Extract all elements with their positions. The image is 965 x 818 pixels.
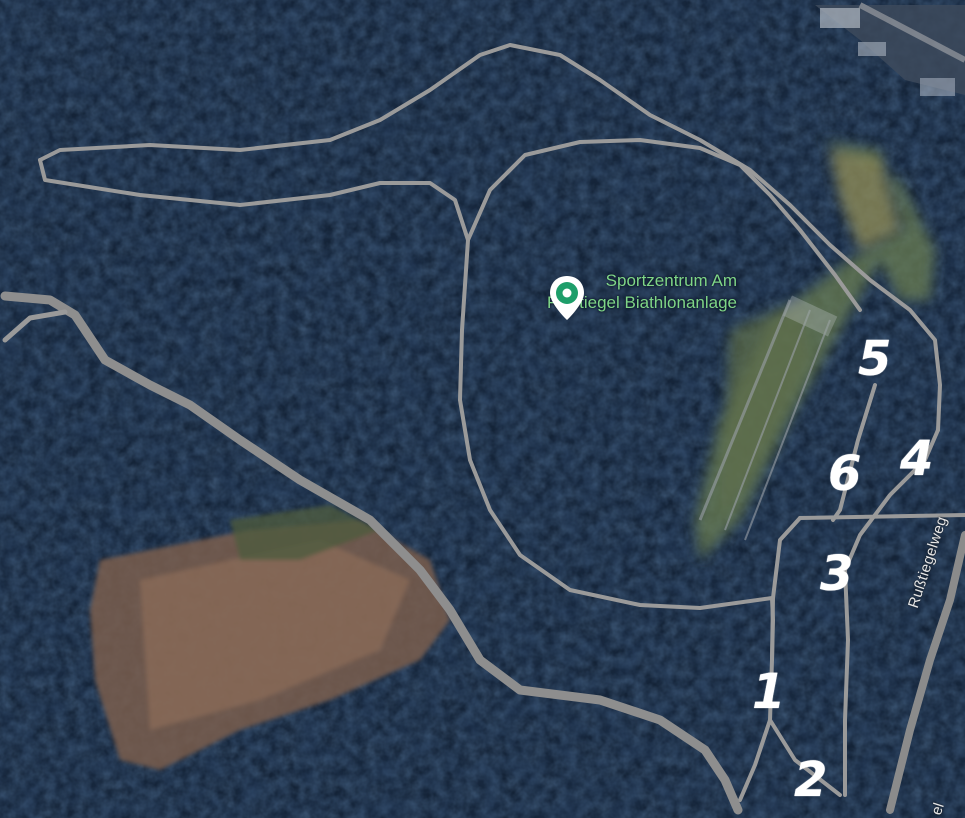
side-road [2, 309, 68, 343]
main-road [0, 291, 743, 815]
russtiegelweg-road [886, 531, 965, 814]
trail-one [738, 516, 802, 802]
poi-sportzentrum[interactable]: Sportzentrum Am Rußtiegel Biathlonanlage [547, 270, 737, 320]
trail-upper-loop [38, 43, 942, 432]
map-pin-icon[interactable] [547, 274, 587, 322]
poi-name-line2: Rußtiegel Biathlonanlage [547, 293, 737, 312]
trail-marker-4: 4 [900, 431, 934, 487]
clearcut-area [90, 505, 450, 770]
trail-two [768, 718, 842, 797]
buildings [815, 2, 965, 96]
trail-marker-2: 2 [794, 752, 828, 808]
trail-marker-1: 1 [752, 664, 786, 720]
shooting-range [698, 295, 838, 541]
trail-marker-5: 5 [858, 331, 892, 387]
trail-marker-6: 6 [828, 446, 862, 502]
trail-inner-loop [466, 138, 862, 312]
trail-east [843, 428, 940, 797]
trail-network [0, 43, 965, 815]
trail-cross [798, 513, 965, 520]
trail-outer-loop [38, 158, 775, 662]
poi-label[interactable]: Sportzentrum Am Rußtiegel Biathlonanlage [547, 270, 737, 314]
poi-name-line1: Sportzentrum Am [605, 271, 737, 290]
trail-marker-3: 3 [820, 546, 854, 602]
trail-six [831, 383, 877, 522]
